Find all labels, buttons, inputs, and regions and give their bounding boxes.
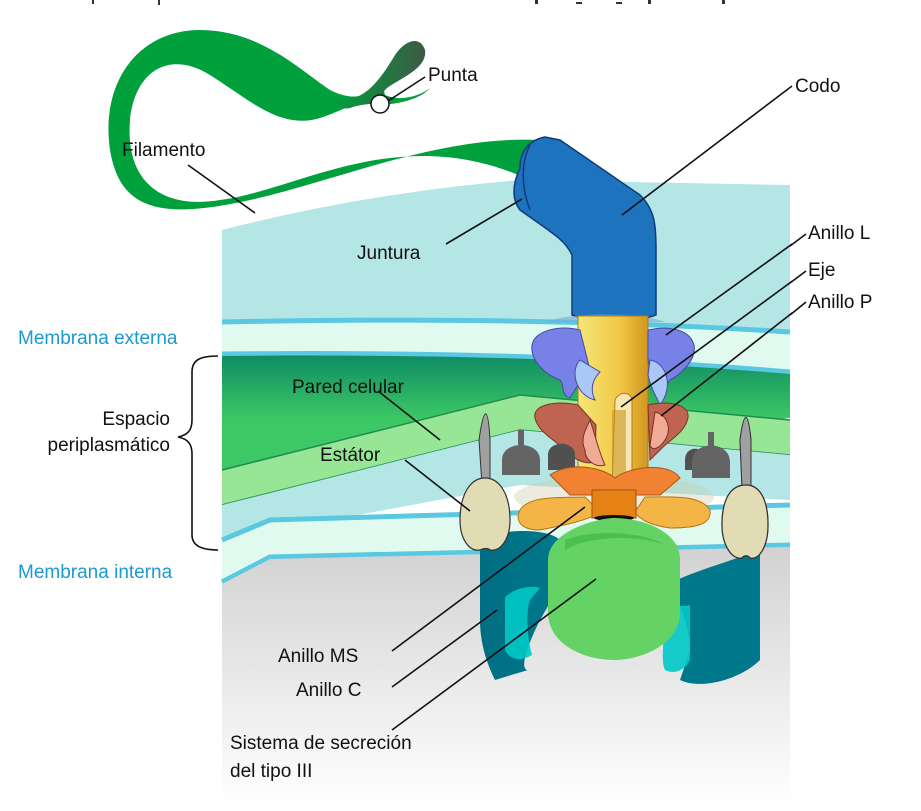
type-iii-secretion-system bbox=[548, 518, 680, 660]
leader-estator bbox=[404, 459, 471, 512]
p-ring bbox=[534, 402, 689, 467]
filament-tip bbox=[330, 40, 426, 109]
leader-pared bbox=[377, 390, 441, 441]
label-juntura: Juntura bbox=[357, 243, 421, 264]
label-espacio: Espacio bbox=[102, 409, 170, 430]
rod-inner bbox=[612, 410, 626, 488]
leader-codo bbox=[621, 85, 793, 216]
leader-filamento bbox=[187, 164, 256, 214]
c-ring bbox=[480, 530, 760, 684]
right-margin bbox=[792, 180, 921, 806]
label-periplasmatico: periplasmático bbox=[47, 435, 171, 456]
filament bbox=[108, 30, 540, 210]
label-punta: Punta bbox=[428, 65, 478, 86]
leader-anillo-l bbox=[665, 233, 807, 336]
label-codo: Codo bbox=[795, 76, 841, 97]
label-sistema-secrecion-2: del tipo III bbox=[230, 761, 313, 782]
label-anillo-p: Anillo P bbox=[808, 292, 873, 313]
leader-anillo-p bbox=[660, 301, 807, 417]
leader-sistema bbox=[391, 578, 597, 731]
leader-anillo-c bbox=[391, 609, 498, 688]
leader-anillo-ms bbox=[391, 506, 586, 652]
leader-lines bbox=[187, 76, 807, 731]
label-anillo-l: Anillo L bbox=[808, 223, 871, 244]
stator-left bbox=[459, 413, 511, 551]
stator-anchors bbox=[502, 430, 730, 478]
label-anillo-c: Anillo C bbox=[296, 680, 362, 701]
label-estator: Estátor bbox=[320, 445, 381, 466]
label-eje: Eje bbox=[808, 260, 836, 281]
label-filamento: Filamento bbox=[122, 140, 206, 161]
leader-punta bbox=[387, 76, 426, 102]
periplasm-brace bbox=[177, 355, 219, 551]
label-membrana-interna: Membrana interna bbox=[18, 562, 173, 583]
ms-ring bbox=[514, 466, 714, 531]
label-anillo-ms: Anillo MS bbox=[278, 646, 359, 667]
label-membrana-externa: Membrana externa bbox=[18, 328, 178, 349]
stator-right-overlay bbox=[721, 417, 769, 559]
label-pared-celular: Pared celular bbox=[292, 377, 404, 398]
leader-eje bbox=[620, 270, 807, 408]
leader-juntura bbox=[445, 198, 523, 245]
cropped-caption-text bbox=[92, 0, 725, 5]
label-sistema-secrecion-1: Sistema de secreción bbox=[230, 733, 412, 754]
tip-cap bbox=[370, 94, 390, 114]
